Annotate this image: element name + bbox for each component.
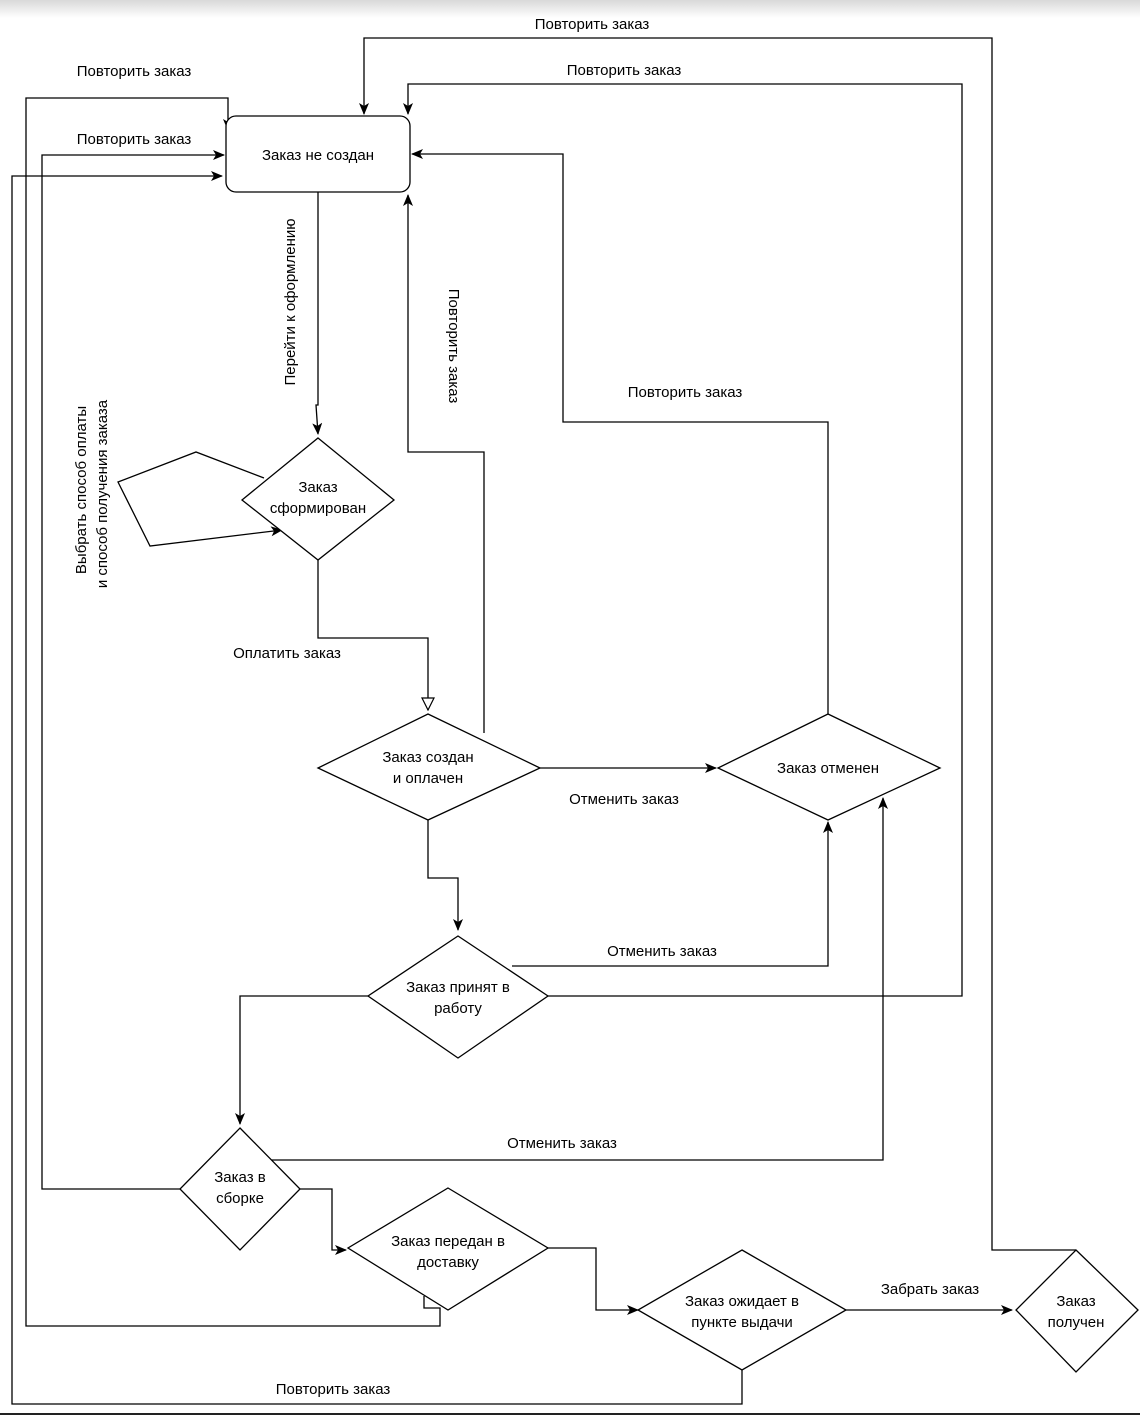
node-received-label-1: Заказ [1056, 1293, 1095, 1310]
node-accepted-shape [366, 935, 550, 1059]
edge-repeat-vertical [403, 194, 485, 733]
edge-repeat-left-1 [25, 97, 441, 1327]
label-cancel-2: Отменить заказ [607, 943, 717, 960]
edge-repeat-right [403, 83, 963, 997]
edge-to-delivery [300, 1188, 347, 1255]
node-waiting-shape [636, 1249, 848, 1371]
label-choose-payment-1: Выбрать способ оплаты [73, 406, 90, 574]
label-pick-up: Забрать заказ [881, 1281, 979, 1298]
edge-accept [427, 820, 463, 931]
label-repeat-right: Повторить заказ [567, 62, 682, 79]
edge-repeat-top [359, 37, 1076, 1251]
node-formed-shape [240, 437, 396, 561]
node-received-label-2: получен [1048, 1314, 1105, 1331]
node-accepted-label-2: работу [434, 1000, 482, 1017]
label-repeat-top: Повторить заказ [535, 16, 650, 33]
edge-go-checkout [312, 192, 323, 435]
label-cancel-3: Отменить заказ [507, 1135, 617, 1152]
edge-cancel-2 [512, 821, 833, 967]
edges [11, 37, 1076, 1405]
edge-repeat-left-2 [41, 150, 225, 1190]
node-formed-label-1: Заказ [298, 479, 337, 496]
label-choose-payment-2: и способ получения заказа [94, 399, 111, 588]
label-repeat-left-2: Повторить заказ [77, 131, 192, 148]
label-repeat-cancelled: Повторить заказ [628, 384, 743, 401]
edge-choose-payment-loop [117, 451, 283, 547]
label-cancel-1: Отменить заказ [569, 791, 679, 808]
window-bottom-border [0, 1413, 1140, 1415]
edge-pay-order [317, 560, 428, 710]
edge-labels: Перейти к оформлению Выбрать способ опла… [73, 16, 979, 1398]
label-repeat-left-1: Повторить заказ [77, 63, 192, 80]
node-delivery-label-1: Заказ передан в [391, 1233, 505, 1250]
node-waiting-label-2: пункте выдачи [691, 1314, 793, 1331]
node-assembly-label-1: Заказ в [214, 1169, 266, 1186]
node-formed-label-2: сформирован [270, 500, 366, 517]
edge-repeat-bottom [11, 171, 743, 1405]
label-pay-order: Оплатить заказ [233, 645, 341, 662]
node-waiting-label-1: Заказ ожидает в [685, 1293, 799, 1310]
edge-to-waiting [546, 1247, 639, 1315]
edge-cancel-3 [240, 797, 888, 1161]
node-assembly-shape [179, 1127, 301, 1251]
node-created-paid-shape [316, 713, 542, 821]
node-cancelled-label: Заказ отменен [777, 760, 879, 777]
nodes: Заказ не создан Заказ сформирован Заказ … [179, 115, 1139, 1373]
label-repeat-bottom: Повторить заказ [276, 1381, 391, 1398]
label-go-checkout: Перейти к оформлению [282, 218, 299, 385]
node-cancelled-shape [716, 713, 942, 821]
node-accepted-label-1: Заказ принят в [406, 979, 510, 996]
node-not-created-label: Заказ не создан [262, 147, 374, 164]
node-assembly-label-2: сборке [216, 1190, 264, 1207]
window-top-shade [0, 0, 1140, 18]
node-created-paid-label-1: Заказ создан [382, 749, 473, 766]
node-created-paid-label-2: и оплачен [393, 770, 463, 787]
node-not-created-shape [225, 115, 411, 193]
edge-repeat-cancelled [411, 149, 829, 716]
label-repeat-vertical: Повторить заказ [445, 289, 462, 404]
edge-to-assembly [235, 995, 368, 1125]
node-received-shape [1015, 1249, 1139, 1373]
node-delivery-shape [346, 1187, 550, 1311]
node-delivery-label-2: доставку [417, 1254, 479, 1271]
